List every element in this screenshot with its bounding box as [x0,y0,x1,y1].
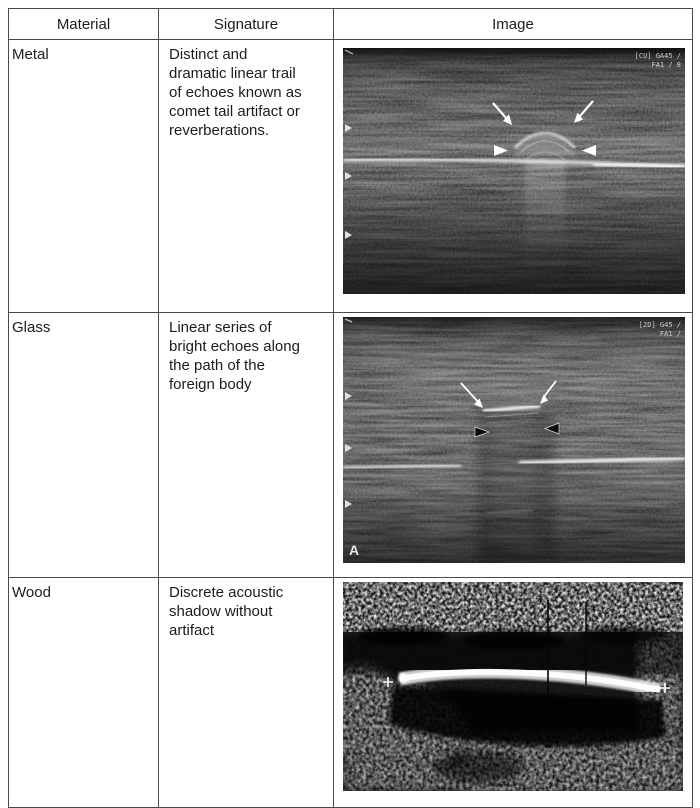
material-cell-glass: Glass [8,312,159,578]
machine-settings-line2: FA1 / 8 [651,61,681,69]
header-material: Material [8,8,159,40]
table-row-wood: Wood Discrete acoustic shadow without ar… [8,577,693,808]
arrow-annotations [492,100,596,156]
scale-marker-icons [345,124,352,239]
material-signature-image-table: Material Signature Image Metal Distinct … [8,8,693,808]
signature-text: of echoes known as [169,84,302,101]
caliper-marker-icons [383,677,670,693]
signature-text: Discrete acoustic [169,584,284,601]
panel-label-a: A [349,542,359,558]
signature-text: bright echoes along [169,338,300,355]
material-cell-wood: Wood [8,577,159,808]
material-label: Metal [12,46,49,63]
header-signature: Signature [158,8,334,40]
scale-marker-icons [345,392,352,508]
left-arrowhead-icon [474,426,491,438]
material-label: Glass [12,319,51,336]
signature-text: foreign body [169,376,252,393]
material-label: Wood [12,584,51,601]
material-cell-metal: Metal [8,39,159,313]
table-row-glass: Glass Linear series of bright echoes alo… [8,312,693,578]
image-cell-metal: [CU] GA45 / FA1 / 8 [333,39,693,313]
image-cell-wood [333,577,693,808]
left-arrow-icon [503,114,512,125]
machine-settings-line2: FA1 / [660,330,681,338]
table-header-row: Material Signature Image [8,8,693,40]
machine-settings-line1: [2D] G45 / [639,321,681,329]
superficial-speckle-band [343,582,683,632]
signature-cell-wood: Discrete acoustic shadow without artifac… [158,577,334,808]
glass-ultrasound-image: [2D] G45 / FA1 / A [343,317,685,563]
signature-text: comet tail artifact or [169,103,300,120]
acoustic-shadow [389,686,665,747]
signature-cell-glass: Linear series of bright echoes along the… [158,312,334,578]
signature-text: artifact [169,622,215,639]
arrow-annotations [460,380,560,438]
signature-text: Linear series of [169,319,272,336]
right-arrow-icon [574,112,583,123]
machine-settings-line1: [CU] GA45 / [635,52,681,60]
signature-text: shadow without [169,603,273,620]
table-row-metal: Metal Distinct and dramatic linear trail… [8,39,693,313]
metal-ultrasound-image: [CU] GA45 / FA1 / 8 [343,48,685,294]
header-image: Image [333,8,693,40]
wood-ultrasound-image [343,582,683,791]
left-arrowhead-icon [494,145,508,156]
right-arrowhead-icon [544,422,560,435]
signature-cell-metal: Distinct and dramatic linear trail of ec… [158,39,334,313]
left-arrow-icon [474,398,483,408]
right-arrowhead-icon [582,145,596,156]
signature-text: Distinct and [169,46,248,63]
foreign-body-table: Material Signature Image Metal Distinct … [8,8,693,808]
right-arrow-icon [540,394,548,404]
image-cell-glass: [2D] G45 / FA1 / A [333,312,693,578]
signature-text: reverberations. [169,122,270,139]
signature-text: dramatic linear trail [169,65,296,82]
signature-text: the path of the [169,357,265,374]
